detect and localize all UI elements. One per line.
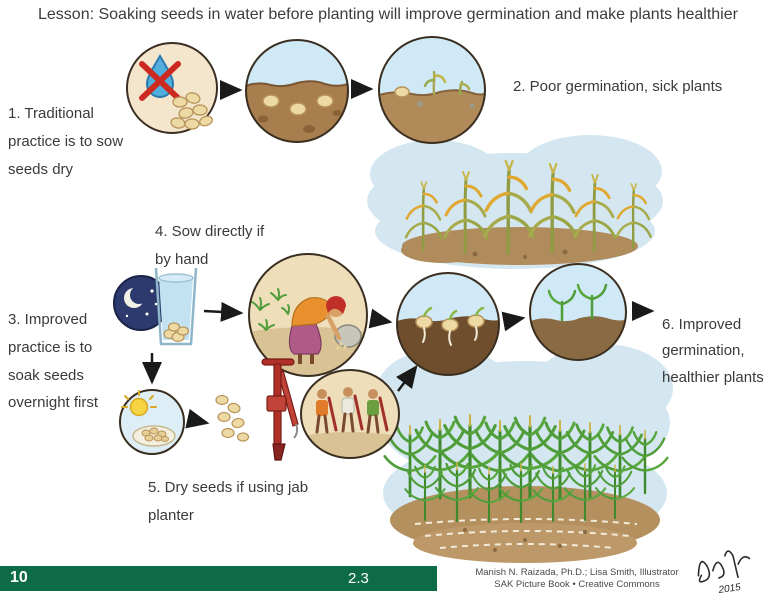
drying-seeds xyxy=(141,427,169,442)
healthy-seedlings-illustration xyxy=(529,263,627,361)
jab-planter-tool-icon xyxy=(261,358,299,461)
seedling xyxy=(576,283,608,320)
germinating-seeds-illustration xyxy=(396,272,500,376)
lesson-title: Lesson: Soaking seeds in water before pl… xyxy=(38,6,738,23)
sun-drying-icon xyxy=(119,389,185,455)
weak-sprout xyxy=(423,70,471,96)
credits: Manish N. Raizada, Ph.D.; Lisa Smith, Il… xyxy=(453,567,701,592)
sick-plants-illustration xyxy=(367,135,663,269)
illustrator-signature: 2015 xyxy=(697,550,751,596)
germinating-seed xyxy=(467,306,485,341)
soaking-seeds xyxy=(163,322,190,343)
step4-label: 4. Sow directly if by hand xyxy=(155,223,265,268)
signature-year: 2015 xyxy=(717,582,742,596)
healthy-field-illustration xyxy=(377,344,673,563)
farmer-figure-1 xyxy=(315,389,338,434)
credit-line-2: SAK Picture Book • Creative Commons xyxy=(494,579,660,591)
ground xyxy=(401,227,638,265)
step5-label: 5. Dry seeds if using jab planter xyxy=(148,479,309,524)
step3-label: 3. Improved practice is to soak seeds ov… xyxy=(8,311,99,412)
water-glass-soaking-icon xyxy=(154,267,198,346)
farmer-figure-3 xyxy=(366,389,389,434)
no-water-drop-icon xyxy=(139,53,181,101)
footer-bar: 10 2.3 xyxy=(0,566,437,591)
night-moon-icon xyxy=(113,275,169,331)
seedling xyxy=(547,289,577,322)
farmer-figure-2 xyxy=(341,387,364,433)
germinating-seed xyxy=(415,306,433,343)
sun-icon xyxy=(121,390,157,417)
loose-seeds-icon xyxy=(215,394,250,442)
poor-germination-circle-illustration xyxy=(378,36,486,144)
credit-line-1: Manish N. Raizada, Ph.D.; Lisa Smith, Il… xyxy=(475,567,679,578)
sown-seeds-circle-illustration xyxy=(245,39,349,143)
dry-seeds-icon xyxy=(126,42,218,134)
page-number: 10 xyxy=(10,569,28,586)
seed-sack xyxy=(334,324,362,348)
germinating-seed xyxy=(441,309,459,346)
dry-seeds-cluster xyxy=(170,92,213,130)
section-number: 2.3 xyxy=(348,570,369,587)
jab-planter-illustration xyxy=(261,358,400,461)
farmer-woman xyxy=(288,296,347,364)
step6-label: 6. Improved germination, healthier plant… xyxy=(662,316,764,386)
step2-label: 2. Poor germination, sick plants xyxy=(513,78,723,95)
crop-tufts xyxy=(251,288,290,331)
step1-label: 1. Traditional practice is to sow seeds … xyxy=(8,105,124,178)
